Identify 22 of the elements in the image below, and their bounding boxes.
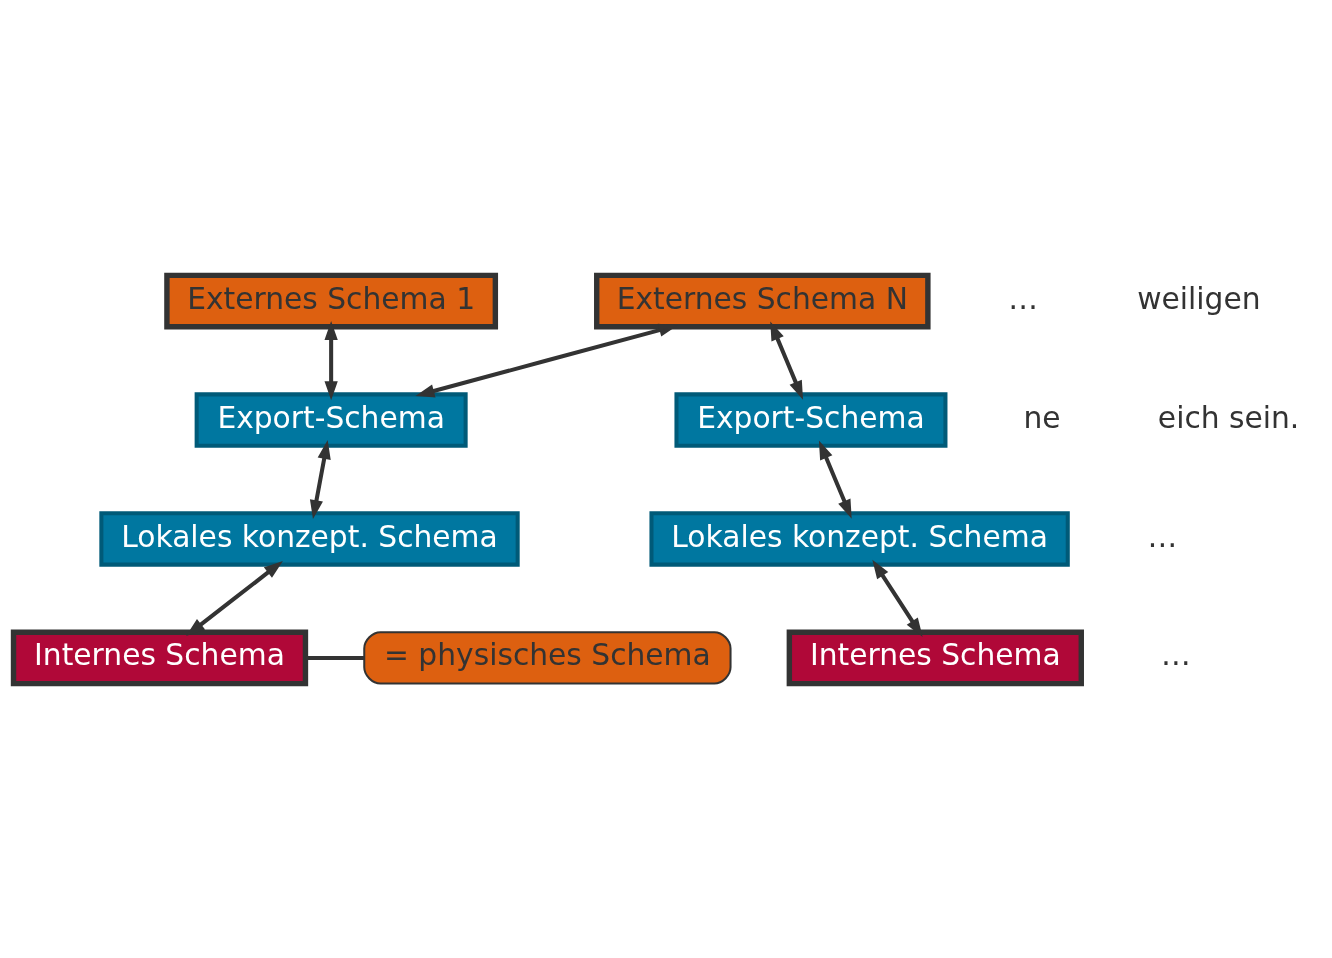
node-box: Internes Schema	[10, 629, 309, 686]
arrow	[324, 320, 338, 400]
node-box: Lokales konzept. Schema	[649, 510, 1070, 567]
node-box: = physisches Schema	[363, 630, 732, 685]
arrow	[818, 439, 852, 519]
node-box: Export-Schema	[194, 391, 468, 448]
node-box: Externes Schema 1	[164, 272, 499, 329]
connector	[305, 655, 365, 660]
label: …	[1161, 636, 1191, 672]
label: eich sein.	[1157, 399, 1300, 435]
arrow	[186, 560, 283, 636]
node-box: Internes Schema	[786, 629, 1084, 686]
arrow	[770, 320, 804, 400]
label: ne	[1023, 399, 1061, 435]
node-box: Export-Schema	[674, 391, 948, 448]
label: weiligen	[1137, 280, 1261, 316]
arrow	[872, 559, 923, 637]
label: …	[1147, 518, 1178, 554]
node-box: Externes Schema N	[594, 272, 931, 329]
label: …	[1008, 280, 1039, 316]
arrow	[309, 439, 331, 519]
node-box: Lokales konzept. Schema	[99, 510, 520, 567]
